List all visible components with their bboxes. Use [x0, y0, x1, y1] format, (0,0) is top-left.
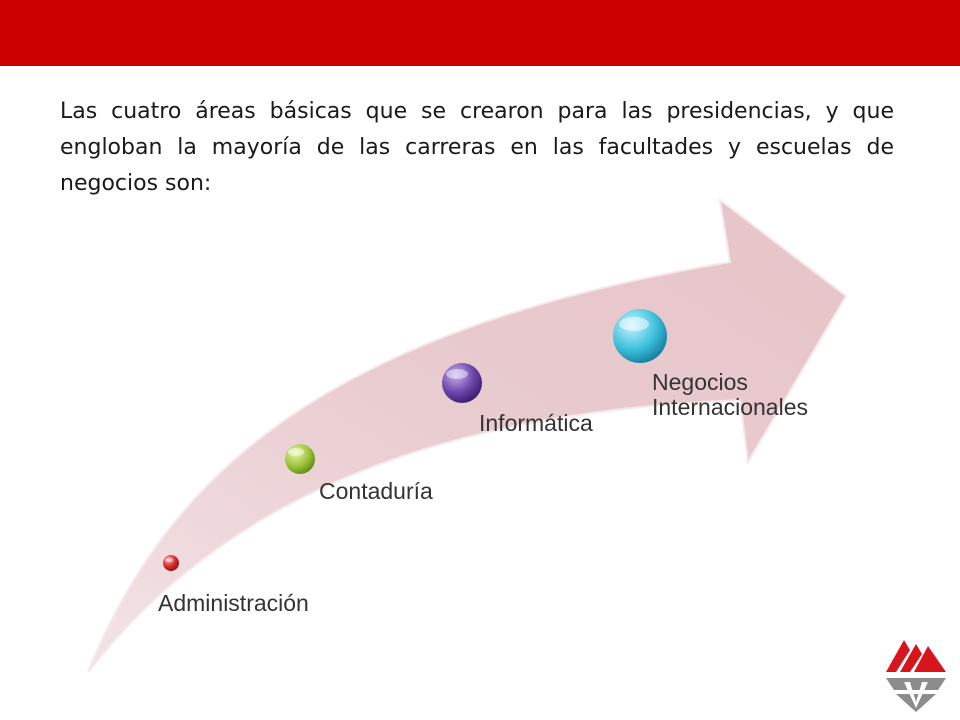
- header-bar: [0, 0, 960, 66]
- institution-logo: [886, 640, 946, 712]
- stage-label-negocios-line1: Negocios: [652, 369, 748, 395]
- stage-dot-administracion: [163, 555, 179, 571]
- intro-paragraph: Las cuatro áreas básicas que se crearon …: [60, 99, 894, 196]
- stage-label-informatica: Informática: [479, 410, 593, 436]
- stage-label-negocios-line2: Internacionales: [652, 394, 808, 420]
- stage-label-negocios: Negocios Internacionales: [652, 370, 808, 420]
- stage-label-contaduria: Contaduría: [319, 478, 433, 504]
- stage-label-administracion: Administración: [158, 590, 309, 616]
- stage-dot-informatica: [442, 363, 482, 403]
- stage-dot-negocios-internacionales: [613, 309, 667, 363]
- stage-dot-contaduria: [285, 444, 315, 474]
